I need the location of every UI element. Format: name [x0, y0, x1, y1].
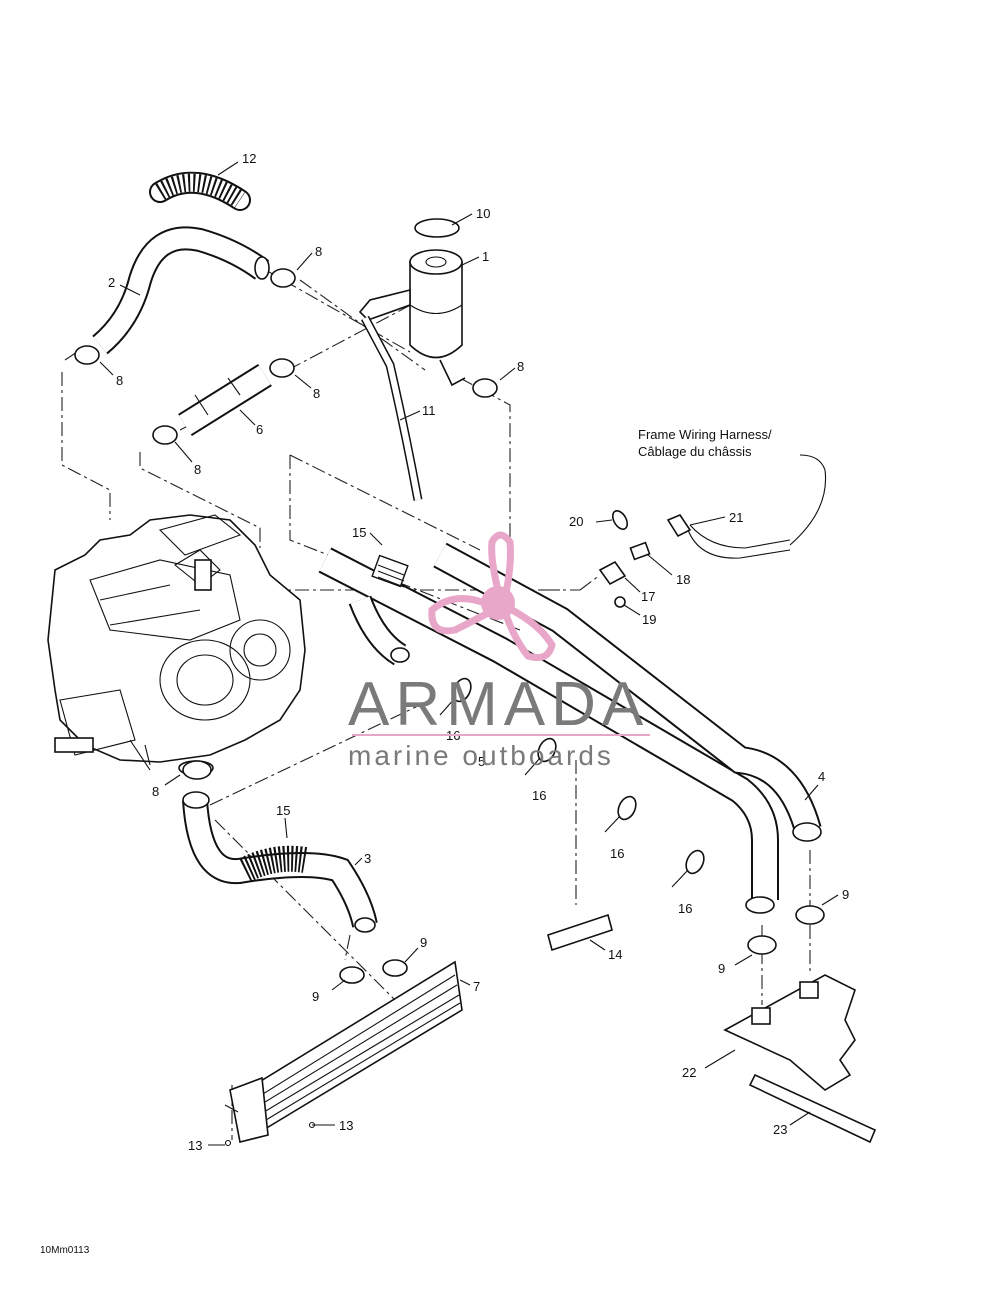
callout-8: 8 — [116, 373, 123, 388]
hose-6 — [178, 363, 272, 437]
callout-20: 20 — [569, 514, 583, 529]
harness-note-line2: Câblage du châssis — [638, 444, 752, 459]
callout-11: 11 — [422, 403, 436, 418]
engine-block — [47, 514, 306, 776]
sleeve-15-upper — [371, 554, 409, 588]
overflow-tube-11 — [361, 315, 423, 501]
sensor-parts — [598, 454, 827, 608]
callout-13: 13 — [188, 1138, 202, 1153]
callout-9: 9 — [420, 935, 427, 950]
heat-exchanger-7 — [224, 960, 463, 1147]
callout-8: 8 — [313, 386, 320, 401]
hose-sleeve-12 — [149, 171, 251, 211]
callout-labels: 12 10 1 2 8 8 8 8 8 8 6 11 15 20 21 17 1… — [108, 151, 849, 1153]
pipe-4 — [433, 542, 822, 842]
callout-8: 8 — [517, 359, 524, 374]
callout-4: 4 — [818, 769, 825, 784]
watermark-subtitle: marine outboards — [348, 740, 614, 771]
reservoir-1 — [358, 218, 466, 387]
callout-23: 23 — [773, 1122, 787, 1137]
callout-16: 16 — [532, 788, 546, 803]
harness-note-line1: Frame Wiring Harness/ — [638, 427, 772, 442]
callout-12: 12 — [242, 151, 256, 166]
leader-lines — [99, 161, 839, 1146]
callout-9: 9 — [842, 887, 849, 902]
callout-17: 17 — [641, 589, 655, 604]
callout-15: 15 — [352, 525, 366, 540]
harness-note: Frame Wiring Harness/ Câblage du châssis — [638, 427, 772, 459]
propeller-logo-icon — [428, 531, 556, 662]
callout-13: 13 — [339, 1118, 353, 1133]
callout-5: 5 — [478, 754, 485, 769]
callout-9: 9 — [312, 989, 319, 1004]
callout-10: 10 — [476, 206, 490, 221]
callout-18: 18 — [676, 572, 690, 587]
callout-9: 9 — [718, 961, 725, 976]
grommets-9 — [339, 905, 825, 984]
callout-16: 16 — [610, 846, 624, 861]
mounting-plate-22 — [723, 974, 856, 1091]
hose-2 — [92, 226, 270, 355]
callout-3: 3 — [364, 851, 371, 866]
pipe-5 — [318, 547, 779, 914]
watermark-title: ARMADA — [348, 670, 649, 739]
callout-8: 8 — [152, 784, 159, 799]
branch-hose — [348, 595, 410, 666]
strip-23 — [748, 1073, 877, 1144]
callout-19: 19 — [642, 612, 656, 627]
part-14-block — [547, 913, 613, 952]
callout-15: 15 — [276, 803, 290, 818]
callout-8: 8 — [315, 244, 322, 259]
callout-6: 6 — [256, 422, 263, 437]
callout-21: 21 — [729, 510, 743, 525]
hose-clamps-8 — [74, 268, 498, 780]
callout-22: 22 — [682, 1065, 696, 1080]
callout-1: 1 — [482, 249, 489, 264]
callout-2: 2 — [108, 275, 115, 290]
callout-8: 8 — [194, 462, 201, 477]
armada-watermark: ARMADA marine outboards — [348, 531, 650, 771]
callout-16: 16 — [678, 901, 692, 916]
callout-7: 7 — [473, 979, 480, 994]
hose-3 — [182, 791, 378, 933]
callout-14: 14 — [608, 947, 622, 962]
figure-reference-code: 10Mm0113 — [40, 1245, 90, 1256]
cable-ties-16 — [439, 677, 705, 888]
